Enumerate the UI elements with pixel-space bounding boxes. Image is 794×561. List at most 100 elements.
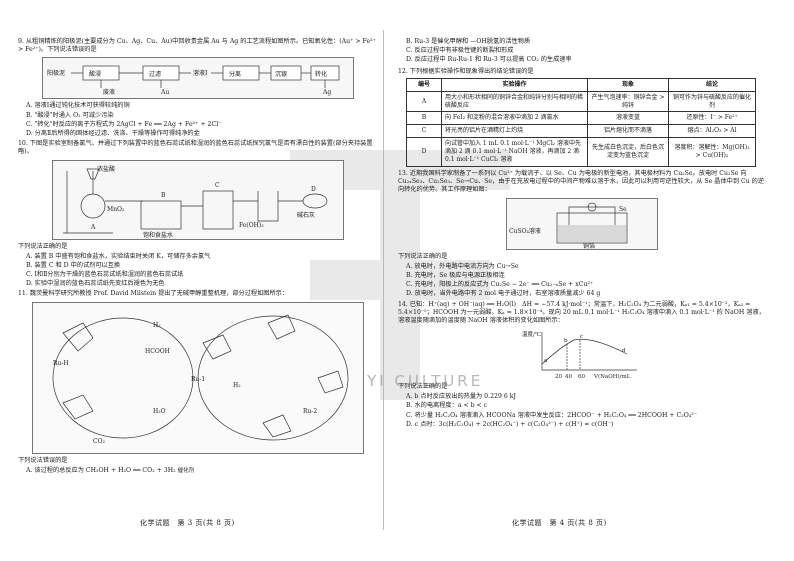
q9-option-c: C. "转化"时反应的离子方程式为 2AgCl + Fe ══ 2Ag + Fe… xyxy=(26,120,222,128)
q11-question: 下列说法错误的是 xyxy=(18,456,68,464)
flow-label-1: 酸浸 xyxy=(89,70,101,78)
reagent-mno2: MnO₂ xyxy=(107,206,125,213)
table-cell: C xyxy=(406,124,442,139)
graph-point-d: d xyxy=(622,348,626,354)
table-cell: 熔点：Al₂O₃ > Al xyxy=(668,124,756,139)
question-9: 9. 从粗铜精炼的阳极泥(主要成分为 Cu、Ag、Cu、Au)中回收贵金属 Au… xyxy=(18,38,378,138)
table-row: A 用大小和形状相同的铜锌合金和纯锌分别与相同的稀硫酸反应 产生气泡速率：铜锌合… xyxy=(406,90,756,113)
q12-col-id: 编号 xyxy=(406,77,442,92)
q12-stem: 12. 下列根据实验操作和现象得出的结论错误的是 xyxy=(398,67,534,75)
cell-label-copper: 铜箔 xyxy=(583,242,595,249)
table-cell: 铜可作为锌与硫酸反应的催化剂 xyxy=(668,90,756,113)
flow-label-3: 溶液Ⅰ xyxy=(193,69,208,77)
flow-label-2: 过滤 xyxy=(149,70,161,78)
q11-option-c: C. 反应过程中有非极性键的断裂和形成 xyxy=(406,47,514,55)
q14-stem: 14. 已知：H⁺(aq) + OH⁻(aq) ══ H₂O(l) ΔH = −… xyxy=(398,300,765,324)
table-cell: 铝片熔化而不滴落 xyxy=(587,124,669,139)
cycle-label-5: Ru-1 xyxy=(191,376,205,383)
graph-xtick-60: 60 xyxy=(578,374,585,380)
right-page-footer: 化学试题 第 4 页(共 8 页) xyxy=(512,519,607,527)
graph-point-b: b xyxy=(564,338,568,344)
graph-xtick-40: 40 xyxy=(565,374,572,380)
q11-option-a-text: A. 该过程的总反应为 CH₃OH + H₂O ══ CO₂ + 3H₂ xyxy=(26,466,176,474)
question-11: 11. 魏茨曼科学研究所教授 Prof. David Milstein 提出了无… xyxy=(18,290,378,475)
cycle-label-7: H₂ xyxy=(233,382,241,389)
q13-option-a: A. 放电时，外电路中电流方向为 Cu→Se xyxy=(406,262,519,270)
q12-table: 编号 实验操作 现象 结论 A 用大小和形状相同的铜锌合金和纯锌分别与相同的稀硫… xyxy=(406,77,756,167)
table-row: D 向试管中加入 1 mL 0.1 mol·L⁻¹ MgCl₂ 溶液中先滴加 2… xyxy=(406,137,756,167)
question-10: 10. 下图是实验室制备氯气、并通过下列装置中的蓝色石蕊试纸和湿润的蓝色石蕊试纸… xyxy=(18,140,378,288)
q14-question: 下列说法正确的是 xyxy=(398,383,448,391)
q11-option-d: D. 反应过程中 Ru-Ru-1 和 Ru-3 可以提高 CO₂ 的生成速率 xyxy=(406,56,572,64)
q9-option-d: D. 分离Ⅱ后所得的固体经过滤、洗涤、干燥等操作可得纯净的金 xyxy=(26,129,200,137)
question-13: 13. 近期我国科学家制备了一系列以 Cu²⁺ 为载流子、以 Se、Cu 为电极… xyxy=(398,170,766,299)
q14-option-c: C. 将少量 H₂C₂O₄ 溶液滴入 HCOONa 溶液中发生反应：2HCOO⁻… xyxy=(406,411,698,419)
flow-label-0: 阳极泥 xyxy=(47,69,65,77)
question-12: 12. 下列根据实验操作和现象得出的结论错误的是 编号 实验操作 现象 结论 A… xyxy=(398,68,766,167)
q14-temperature-graph: 温度/℃ V(NaOH)/mL 20 40 60 a b c d xyxy=(522,328,642,381)
table-cell: 先生成白色沉淀，后白色沉淀变为蓝色沉淀 xyxy=(587,137,669,167)
q9-flow-diagram: 阳极泥 酸浸 过滤 溶液Ⅰ 分离 沉银 转化 Ag 废液 Au xyxy=(42,57,354,100)
table-cell: A xyxy=(406,90,442,113)
table-row: B 向 FeI₂ 和淀粉的混合溶液中滴加 2 滴氯水 溶液变蓝 还原性：I⁻ >… xyxy=(406,111,756,126)
table-cell: 溶度积：溶解性：Mg(OH)₂ > Cu(OH)₂ xyxy=(668,137,756,167)
q12-col-phenomenon: 现象 xyxy=(587,77,669,92)
table-cell: 将光亮的铝片在酒精灯上灼烧 xyxy=(441,124,588,139)
left-page: 9. 从粗铜精炼的阳极泥(主要成分为 Cu、Ag、Cu、Au)中回收贵金属 Au… xyxy=(18,38,378,476)
flow-label-4: 分离 xyxy=(229,70,241,78)
apparatus-label-a: A xyxy=(90,224,96,231)
graph-ylabel: 温度/℃ xyxy=(522,330,541,338)
q11-continued: B. Ru-3 是催化甲醇和 —OH脱氢的活性物质 C. 反应过程中有非极性键的… xyxy=(398,38,766,65)
table-cell: D xyxy=(406,137,442,167)
q13-cell-figure: CuSO₄溶液 Se 铜箔 xyxy=(506,197,658,250)
cycle-label-4: CO₂ xyxy=(93,438,106,445)
table-cell: 溶液变蓝 xyxy=(587,111,669,126)
q9-option-b: B. "酸浸"时通入 O₂ 可减少污染 xyxy=(26,111,114,119)
q11-option-a: A. 该过程的总反应为 CH₃OH + H₂O ══ CO₂ + 3H₂ 催化剂 xyxy=(26,467,378,475)
q11-stem: 11. 魏茨曼科学研究所教授 Prof. David Milstein 提出了无… xyxy=(18,290,289,298)
cell-label-se: Se xyxy=(619,206,627,213)
flow-label-7: Ag xyxy=(322,89,331,96)
table-row: C 将光亮的铝片在酒精灯上灼烧 铝片熔化而不滴落 熔点：Al₂O₃ > Al xyxy=(406,124,756,139)
table-cell: 向试管中加入 1 mL 0.1 mol·L⁻¹ MgCl₂ 溶液中先滴加 2 滴… xyxy=(441,137,588,167)
q10-option-b: B. 装置 C 和 D 中的试剂可以互换 xyxy=(26,261,121,269)
graph-xtick-20: 20 xyxy=(555,374,562,380)
q13-option-b: B. 充电时，Se 极应与电源正极相连 xyxy=(406,271,505,279)
q11-option-a-condition: 催化剂 xyxy=(177,467,195,474)
table-cell: 还原性：I⁻ > Fe²⁺ xyxy=(668,111,756,126)
q11-option-b: B. Ru-3 是催化甲醇和 —OH脱氢的活性物质 xyxy=(406,38,531,45)
q13-stem: 13. 近期我国科学家制备了一系列以 Cu²⁺ 为载流子、以 Se、Cu 为电极… xyxy=(398,170,765,194)
q12-col-operation: 实验操作 xyxy=(441,77,588,92)
page-divider xyxy=(383,30,384,530)
q14-option-a: A. b 点时反应放出的热量为 0.229 6 kJ xyxy=(406,393,516,401)
left-page-footer: 化学试题 第 3 页(共 8 页) xyxy=(140,519,235,527)
q13-question: 下列说法正确的是 xyxy=(398,252,448,260)
reagent-brine: 饱和食盐水 xyxy=(143,231,173,239)
q10-option-d: D. 实验中湿润的蓝色石蕊试纸先变红后褪色为无色 xyxy=(26,280,165,288)
q12-table-header: 编号 实验操作 现象 结论 xyxy=(406,77,756,92)
q10-stem: 10. 下图是实验室制备氯气、并通过下列装置中的蓝色石蕊试纸和湿润的蓝色石蕊试纸… xyxy=(18,140,373,156)
flow-side-1: Au xyxy=(160,89,169,96)
graph-point-a: a xyxy=(544,358,548,364)
apparatus-label-c: C xyxy=(215,182,220,189)
question-14: 14. 已知：H⁺(aq) + OH⁻(aq) ══ H₂O(l) ΔH = −… xyxy=(398,301,766,430)
q9-stem: 9. 从粗铜精炼的阳极泥(主要成分为 Cu、Ag、Cu、Au)中回收贵金属 Au… xyxy=(18,38,376,54)
q10-question: 下列说法正确的是 xyxy=(18,242,68,250)
apparatus-label-d: D xyxy=(311,186,316,193)
q14-option-d: D. c 点时：3c(H₂C₂O₄) + 2c(HC₂O₄⁻) + c(C₂O₄… xyxy=(406,420,614,428)
graph-xlabel: V(NaOH)/mL xyxy=(593,373,631,380)
q14-option-b: B. 水的电离程度：a < b < c xyxy=(406,402,488,410)
cell-label-electrolyte: CuSO₄溶液 xyxy=(509,227,541,235)
q11-mechanism-figure: Ru-H H₂ HCOOH H₂O CO₂ Ru-1 Ru-2 H₂ xyxy=(32,301,364,454)
cycle-label-0: Ru-H xyxy=(53,360,69,367)
flow-label-5: 沉银 xyxy=(275,70,287,78)
q10-option-c: C. Ⅰ和Ⅱ分别为干燥的蓝色石蕊试纸和湿润的蓝色石蕊试纸 xyxy=(26,271,184,279)
right-page: B. Ru-3 是催化甲醇和 —OH脱氢的活性物质 C. 反应过程中有非极性键的… xyxy=(398,38,766,430)
q13-option-c: C. 充电时，阳极上的反应式为 Cu₂Se − 2e⁻ ══ Cu₂₋ₓSe +… xyxy=(406,281,594,289)
cycle-label-1: H₂ xyxy=(153,322,161,329)
reagent-feoh3: Fe(OH)₃ xyxy=(239,222,264,229)
flow-label-6: 转化 xyxy=(315,70,327,78)
table-cell: 用大小和形状相同的铜锌合金和纯锌分别与相同的稀硫酸反应 xyxy=(441,90,588,113)
reagent-hcl: 浓盐酸 xyxy=(97,165,115,173)
cycle-label-3: H₂O xyxy=(153,408,166,415)
